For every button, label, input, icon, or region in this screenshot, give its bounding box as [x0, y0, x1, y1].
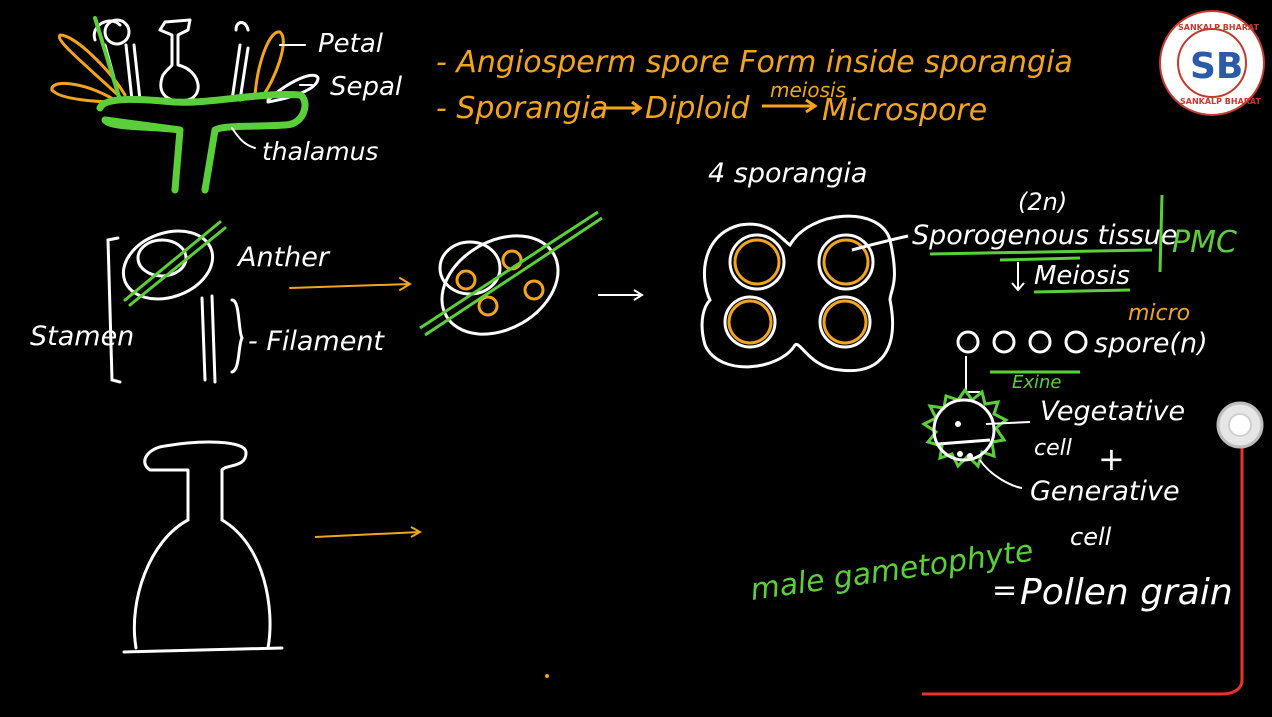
petal-label: Petal — [318, 29, 384, 59]
stamen-bracket — [106, 236, 122, 384]
pistil — [158, 18, 200, 103]
four-sporangia — [700, 214, 909, 373]
arrow-diploid-microspore — [762, 98, 818, 114]
generative-cell-label: cell — [1070, 523, 1112, 551]
sporangia-outline — [700, 214, 896, 373]
note-line-2c: Microspore — [822, 93, 987, 128]
pollen-grain — [921, 387, 1031, 489]
note-line-2a: - Sporangia — [436, 91, 608, 126]
generative-label: Generative — [1030, 476, 1180, 507]
vegetative-cell-label: cell — [1034, 436, 1072, 461]
arrow-anther-to-section — [289, 277, 412, 291]
arrow-sporangia-diploid — [596, 100, 643, 116]
sporangia-title: 4 sporangia — [708, 158, 867, 189]
stray-dot — [545, 674, 549, 678]
anther-strike — [123, 220, 227, 307]
microspore-tetrad — [956, 330, 1088, 354]
spore-label: spore(n) — [1094, 328, 1208, 359]
left-sepal-2 — [50, 81, 120, 104]
meiosis-underline — [1033, 288, 1131, 294]
thalamus-pointer — [231, 127, 256, 149]
stamen-mid — [124, 43, 142, 102]
filament — [200, 294, 217, 384]
exine-spikes — [921, 387, 1009, 469]
note-line-2b: Diploid — [645, 91, 751, 126]
plus-sign: + — [1098, 440, 1125, 478]
meiosis-label: Meiosis — [1034, 261, 1130, 291]
meiosis-over-arrow: meiosis — [770, 78, 846, 102]
logo-bottom-text: SANKALP BHARAT — [1180, 97, 1262, 106]
ploidy-label: (2n) — [1018, 188, 1067, 216]
sporogenous-pointer — [851, 234, 909, 252]
logo-letters: SB — [1190, 46, 1243, 87]
flower-diagram — [50, 16, 320, 194]
pmc-divider — [1158, 194, 1164, 273]
sankalp-bharat-logo: SANKALP BHARAT SANKALP BHARAT SB — [1159, 10, 1265, 116]
section-strike — [419, 210, 603, 337]
right-petal — [253, 30, 285, 99]
laser-pointer[interactable] — [922, 401, 1264, 696]
thalamus-label: thalamus — [262, 137, 378, 166]
left-sepal — [57, 33, 127, 97]
stamen-right — [230, 21, 250, 102]
micro-label: micro — [1128, 301, 1190, 326]
filament-brace — [230, 298, 244, 374]
spore-to-pollen-arrow — [965, 356, 980, 393]
meiosis-arrow — [1011, 262, 1025, 292]
vegetative-label: Vegetative — [1040, 396, 1185, 427]
sporogenous-label: Sporogenous tissue — [912, 220, 1178, 251]
generative-pointer — [979, 459, 1023, 489]
anther-label: Anther — [236, 242, 331, 273]
bottom-anther-sketch — [122, 440, 284, 654]
note-line-1: - Angiosperm spore Form inside sporangia — [436, 45, 1073, 80]
arrow-section-to-sporangia — [598, 289, 644, 301]
stamen-label: Stamen — [30, 321, 134, 352]
arrow-bottom — [314, 526, 423, 538]
pollen-grain-label: Pollen grain — [1020, 572, 1233, 613]
sporogenous-underline — [929, 248, 1153, 262]
logo-top-text: SANKALP BHARAT — [1178, 23, 1260, 32]
flask-base — [122, 646, 284, 654]
vegetative-pointer — [985, 421, 1031, 425]
pollen-inner-line — [937, 438, 991, 446]
stamen-diagram — [106, 220, 412, 384]
stamen-left-green — [93, 16, 122, 102]
exine-label: Exine — [1012, 372, 1062, 393]
equals-sign: = — [992, 573, 1017, 608]
flask-shape — [132, 440, 272, 650]
laser-cord — [922, 440, 1244, 696]
pmc-label: PMC — [1172, 225, 1237, 260]
anther-section — [419, 210, 644, 337]
sepal-label: Sepal — [330, 72, 403, 102]
thalamus — [96, 91, 309, 194]
filament-label: - Filament — [248, 326, 385, 357]
